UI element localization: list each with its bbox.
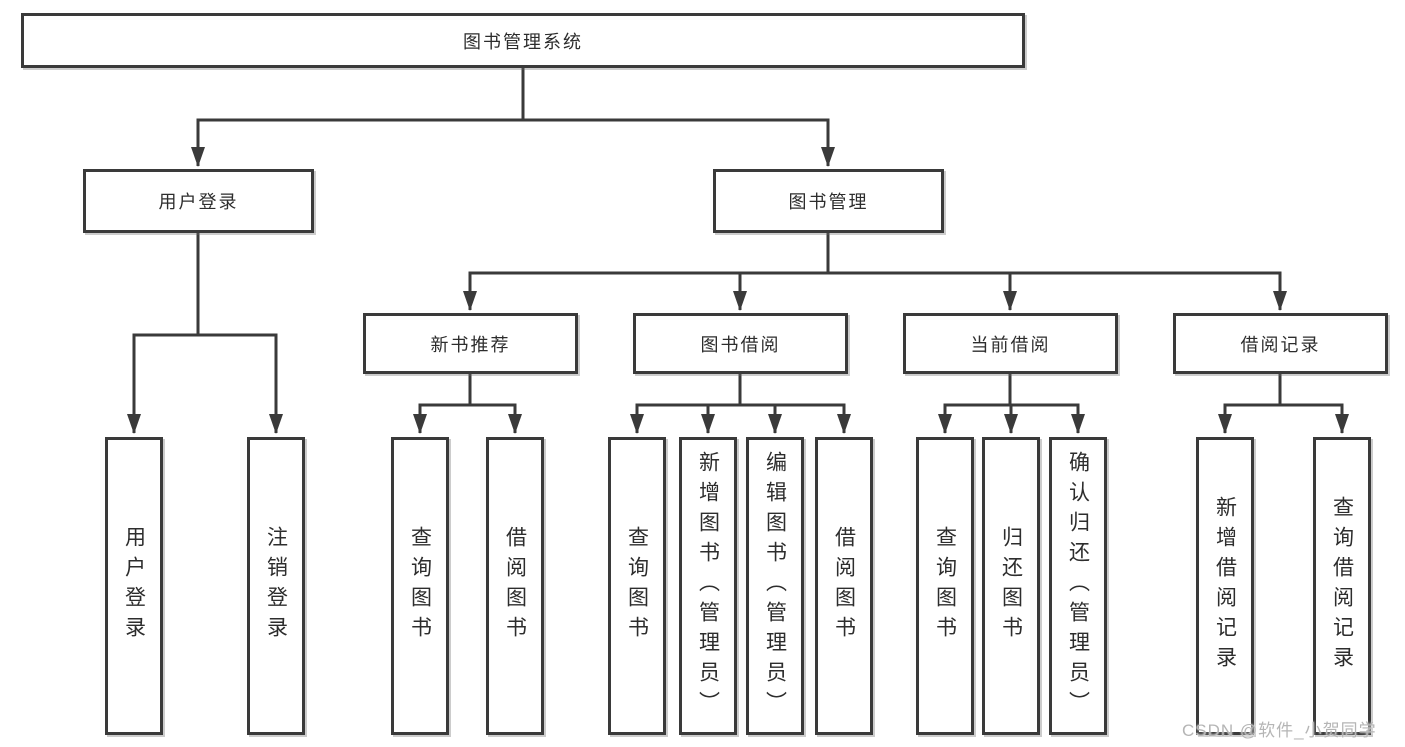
node-new-books-label: 新书推荐 (430, 334, 511, 355)
edge-trunk-records (1223, 374, 1344, 407)
node-borrow-records-label: 借阅记录 (1240, 334, 1321, 355)
node-leaf-borrow-edit-admin-label: 编辑图书（管理员） (763, 451, 787, 721)
node-leaf-current-query-label: 查询图书 (933, 526, 957, 646)
node-leaf-records-query-label: 查询借阅记录 (1330, 496, 1354, 676)
edge-trunk-new-books (418, 374, 517, 407)
node-leaf-records-query: 查询借阅记录 (1313, 437, 1371, 735)
node-leaf-current-confirm-admin-label: 确认归还（管理员） (1066, 451, 1090, 721)
node-book-mgmt: 图书管理 (713, 169, 944, 233)
node-leaf-logout: 注销登录 (247, 437, 305, 735)
node-book-mgmt-label: 图书管理 (788, 192, 869, 212)
node-leaf-newbooks-borrow: 借阅图书 (486, 437, 544, 735)
node-new-books: 新书推荐 (363, 313, 578, 374)
edge-trunk-root (196, 68, 830, 122)
node-book-borrow-label: 图书借阅 (700, 334, 781, 355)
node-leaf-current-return-label: 归还图书 (999, 526, 1023, 646)
node-borrow-records: 借阅记录 (1173, 313, 1388, 374)
node-user-login-label: 用户登录 (158, 192, 239, 212)
node-leaf-newbooks-query: 查询图书 (391, 437, 449, 735)
node-leaf-newbooks-query-label: 查询图书 (408, 526, 432, 646)
node-leaf-current-confirm-admin: 确认归还（管理员） (1049, 437, 1107, 735)
edge-trunk-book-borrow (635, 374, 846, 407)
node-user-login: 用户登录 (83, 169, 314, 233)
node-book-borrow: 图书借阅 (633, 313, 848, 374)
node-leaf-current-query: 查询图书 (916, 437, 974, 735)
node-leaf-borrow-query-label: 查询图书 (625, 526, 649, 646)
node-leaf-user-login-label: 用户登录 (122, 526, 146, 646)
node-root: 图书管理系统 (21, 13, 1025, 68)
node-leaf-borrow-borrow-label: 借阅图书 (832, 526, 856, 646)
node-leaf-borrow-borrow: 借阅图书 (815, 437, 873, 735)
edge-trunk-book-mgmt (468, 233, 1282, 275)
csdn-watermark: CSDN @软件_小贺同学 (1182, 721, 1377, 740)
node-leaf-current-return: 归还图书 (982, 437, 1040, 735)
node-leaf-borrow-edit-admin: 编辑图书（管理员） (746, 437, 804, 735)
node-root-label: 图书管理系统 (463, 31, 583, 52)
node-leaf-logout-label: 注销登录 (264, 526, 288, 646)
node-leaf-borrow-add-admin-label: 新增图书（管理员） (696, 451, 720, 721)
edge-trunk-user-login (132, 233, 278, 337)
node-leaf-borrow-query: 查询图书 (608, 437, 666, 735)
node-leaf-records-add: 新增借阅记录 (1196, 437, 1254, 735)
node-leaf-user-login: 用户登录 (105, 437, 163, 735)
node-current-borrow-label: 当前借阅 (970, 334, 1051, 355)
node-leaf-newbooks-borrow-label: 借阅图书 (503, 526, 527, 646)
edge-trunk-current (943, 374, 1080, 407)
node-leaf-borrow-add-admin: 新增图书（管理员） (679, 437, 737, 735)
node-leaf-records-add-label: 新增借阅记录 (1213, 496, 1237, 676)
node-current-borrow: 当前借阅 (903, 313, 1118, 374)
